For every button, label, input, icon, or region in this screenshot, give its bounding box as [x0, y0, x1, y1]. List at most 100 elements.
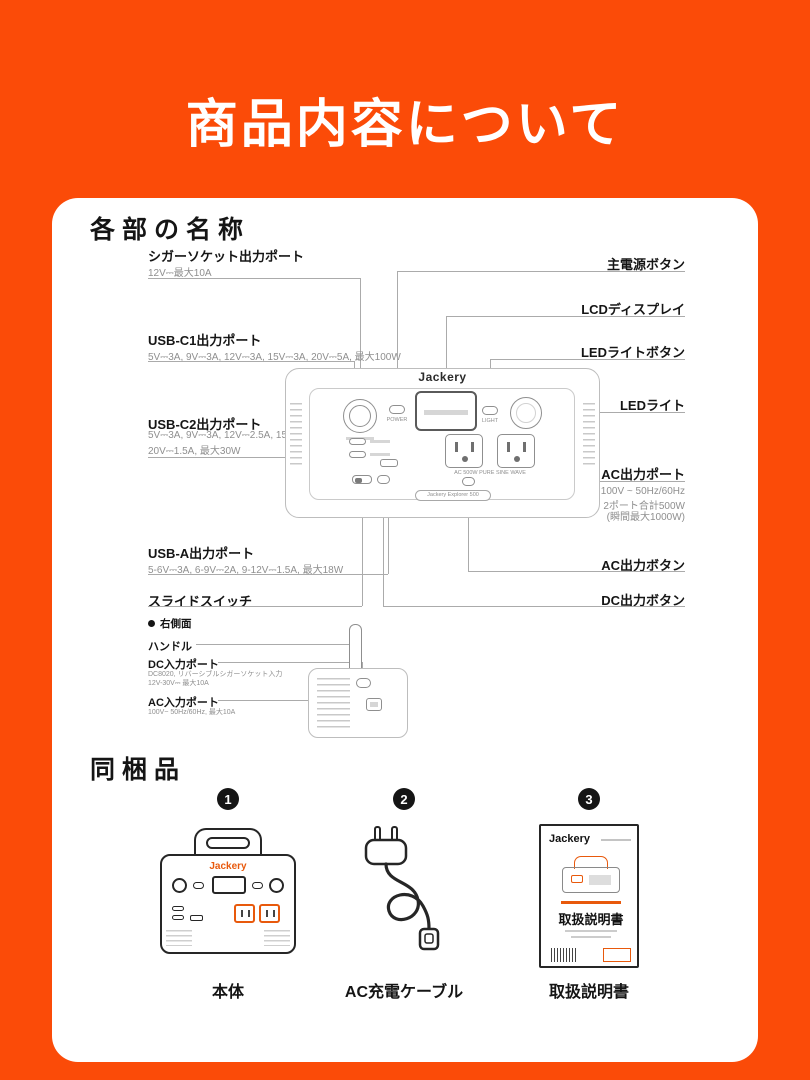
label-led-light-button: LEDライトボタン [580, 345, 685, 360]
manual-subtitle-bar [561, 901, 621, 904]
unit-lcd [212, 876, 246, 894]
unit-led [269, 878, 284, 893]
cigarette-socket-inner [349, 405, 371, 427]
usbc2-caption-bar [370, 453, 390, 456]
label-usbc2-port: USB-C2出力ポート [148, 417, 262, 432]
manual-illustration: Jackery 取扱説明書 [539, 824, 639, 968]
unit-socket [172, 878, 187, 893]
label-main-power-button: 主電源ボタン [606, 257, 685, 272]
manual-brand-logo: Jackery [549, 833, 590, 845]
ac-cable-illustration [348, 826, 460, 966]
item-label-manual: 取扱説明書 [548, 984, 629, 1001]
light-button-caption: LIGHT [481, 418, 499, 424]
side-handle [349, 624, 362, 674]
side-view-label: 右側面 [148, 616, 192, 631]
light-button [482, 406, 498, 415]
side-view-text: 右側面 [160, 618, 192, 630]
manual-title-text: 取扱説明書 [558, 912, 624, 927]
power-button [389, 405, 405, 414]
label-dc-input-port: DC入力ポート [148, 659, 219, 671]
outlet-slot [273, 910, 275, 917]
item-number-3: 3 [578, 788, 600, 810]
spec-usbc1-port: 5V⎓3A, 9V⎓3A, 12V⎓3A, 15V⎓3A, 20V⎓5A, 最大… [148, 352, 401, 363]
ac-input-detail [370, 702, 378, 707]
item-number-1: 1 [217, 788, 239, 810]
manual-cover-device-body [562, 867, 620, 893]
section-parts-heading: 各部の名称 [90, 216, 251, 244]
callout-line [468, 571, 685, 572]
device-vent-left [290, 403, 302, 465]
outlet-ground-hole [462, 456, 468, 462]
callout-line [383, 484, 384, 606]
usbc1-port [349, 438, 366, 445]
lcd-content-bar [424, 410, 468, 415]
unit-outlet-1 [234, 904, 255, 923]
unit-usbc-port [172, 906, 184, 911]
usbc1-caption-bar [370, 440, 390, 443]
outlet-slot [241, 910, 243, 917]
dc-output-button [377, 475, 390, 484]
ac-cable-drawing [364, 826, 440, 951]
power-button-caption: POWER [386, 417, 408, 423]
outlet-slot [507, 442, 510, 452]
spec-ac-input-1: 100V~ 50Hz/60Hz, 最大10A [148, 709, 236, 716]
label-usbc1-port: USB-C1出力ポート [148, 333, 262, 348]
item-label-cable: AC充電ケーブル [344, 984, 464, 1001]
outlet-slot [266, 910, 268, 917]
device-brand-logo: Jackery [418, 370, 467, 384]
content-card: 各部の名称 シガーソケット出力ポート 12V⎓最大10A USB-C1出力ポート… [52, 198, 758, 1062]
side-vent [317, 678, 350, 728]
slide-switch-knob [355, 477, 362, 483]
unit-usbc-port [172, 915, 184, 920]
model-badge: Jackery Explorer 500 [415, 490, 491, 501]
callout-line [360, 278, 361, 399]
manual-cover-device-detail [571, 875, 583, 883]
outlet-ground-hole [514, 456, 520, 462]
manual-textline-bar [565, 930, 617, 932]
callout-line [544, 412, 685, 413]
outlet-slot [455, 442, 458, 452]
unit-button-left [193, 882, 204, 889]
unit-button-right [252, 882, 263, 889]
slide-switch [352, 475, 372, 484]
label-usba-port: USB-A出力ポート [148, 546, 255, 561]
callout-line [218, 662, 362, 663]
item-label-unit: 本体 [211, 984, 244, 1001]
ac-outlet-2 [497, 434, 535, 468]
ac-output-button [462, 477, 475, 486]
page-title: 商品内容について [185, 96, 625, 154]
ac-outlet-1 [445, 434, 483, 468]
callout-line [196, 644, 349, 645]
manual-stamp-box [603, 948, 631, 962]
unit-vent-right [264, 930, 290, 946]
callout-line [148, 361, 354, 362]
label-lcd-display: LCDディスプレイ [581, 302, 685, 317]
device-vent-right [583, 403, 595, 465]
callout-line [397, 271, 685, 272]
callout-line [397, 271, 398, 403]
callout-line [383, 606, 685, 607]
spec-usbc2-port-2: 20V⎓1.5A, 最大30W [148, 446, 241, 457]
unit-usba-port [190, 915, 203, 921]
unit-handle [194, 828, 262, 856]
callout-line [148, 278, 360, 279]
label-ac-output-button: AC出力ボタン [601, 558, 685, 573]
callout-line [388, 468, 389, 574]
callout-line [490, 359, 685, 360]
label-handle: ハンドル [148, 641, 192, 653]
unit-handle-hole [206, 837, 250, 849]
section-included-heading: 同梱品 [90, 756, 187, 784]
label-led-light: LEDライト [619, 398, 685, 413]
label-ac-output-port: AC出力ポート [601, 467, 685, 482]
usbc2-port [349, 451, 366, 458]
outlet-slot [248, 910, 250, 917]
unit-illustration: Jackery [160, 828, 296, 970]
outlet-slot [523, 442, 526, 452]
manual-barcode [551, 948, 577, 962]
manual-topline-bar [601, 839, 631, 841]
spec-dc-input-1: DC8020, リバーシブルシガーソケット入力 [148, 671, 283, 678]
spec-usba-port: 5-6V⎓3A, 6-9V⎓2A, 9-12V⎓1.5A, 最大18W [148, 565, 344, 576]
spec-ac-output-2: 2ポート合計500W [603, 501, 685, 512]
callout-line [446, 316, 685, 317]
callout-line [446, 316, 447, 392]
